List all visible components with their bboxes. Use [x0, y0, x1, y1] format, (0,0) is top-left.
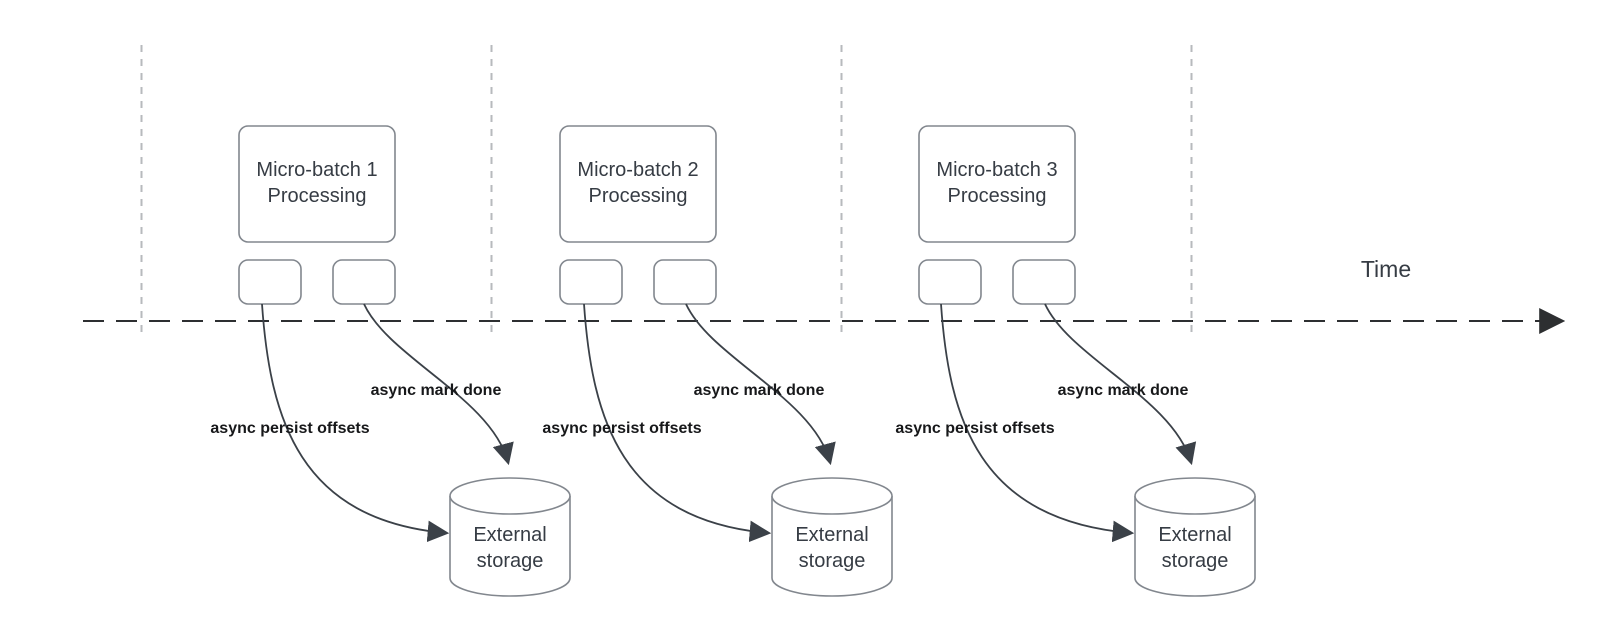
micro-batch-title: Micro-batch 3 — [936, 159, 1057, 181]
cylinder-top — [449, 477, 571, 515]
storage-label-line2: storage — [477, 550, 544, 572]
storage-label-line1: External — [795, 524, 868, 546]
external-storage-cylinder: External storage — [449, 477, 571, 597]
mark-done-label: async mark done — [694, 382, 825, 399]
storage-label-line2: storage — [1162, 550, 1229, 572]
mark-done-task-box — [1012, 259, 1076, 305]
persist-offsets-label: async persist offsets — [210, 420, 369, 437]
mark-done-arrow — [685, 303, 836, 466]
persist-offsets-label: async persist offsets — [895, 420, 1054, 437]
cylinder-top — [771, 477, 893, 515]
micro-batch-box — [238, 125, 396, 243]
storage-label-line1: External — [1158, 524, 1231, 546]
mark-done-arrow — [363, 303, 514, 466]
mark-done-task-box — [332, 259, 396, 305]
persist-offsets-task-box — [559, 259, 623, 305]
micro-batch-subtitle: Processing — [589, 185, 688, 207]
micro-batch-subtitle: Processing — [268, 185, 367, 207]
time-axis-label: Time — [1361, 256, 1411, 282]
mark-done-task-box — [653, 259, 717, 305]
storage-label-line1: External — [473, 524, 546, 546]
micro-batch-3-group: Micro-batch 3 Processing async persist o… — [895, 125, 1256, 597]
micro-batch-box — [559, 125, 717, 243]
micro-batch-2-group: Micro-batch 2 Processing async persist o… — [542, 125, 893, 597]
persist-offsets-arrow — [940, 303, 1135, 543]
mark-done-label: async mark done — [371, 382, 502, 399]
storage-label-line2: storage — [799, 550, 866, 572]
cylinder-body — [1134, 496, 1256, 597]
micro-batch-box — [918, 125, 1076, 243]
cylinder-body — [449, 496, 571, 597]
micro-batch-1-group: Micro-batch 1 Processing async persist o… — [210, 125, 571, 597]
micro-batch-title: Micro-batch 1 — [256, 159, 377, 181]
external-storage-cylinder: External storage — [1134, 477, 1256, 597]
persist-offsets-label: async persist offsets — [542, 420, 701, 437]
persist-offsets-arrow — [261, 303, 450, 543]
persist-offsets-task-box — [238, 259, 302, 305]
persist-offsets-arrow — [583, 303, 772, 543]
mark-done-arrow — [1044, 303, 1197, 466]
persist-offsets-task-box — [918, 259, 982, 305]
external-storage-cylinder: External storage — [771, 477, 893, 597]
micro-batch-subtitle: Processing — [948, 185, 1047, 207]
mark-done-label: async mark done — [1058, 382, 1189, 399]
micro-batch-title: Micro-batch 2 — [577, 159, 698, 181]
cylinder-body — [771, 496, 893, 597]
cylinder-top — [1134, 477, 1256, 515]
